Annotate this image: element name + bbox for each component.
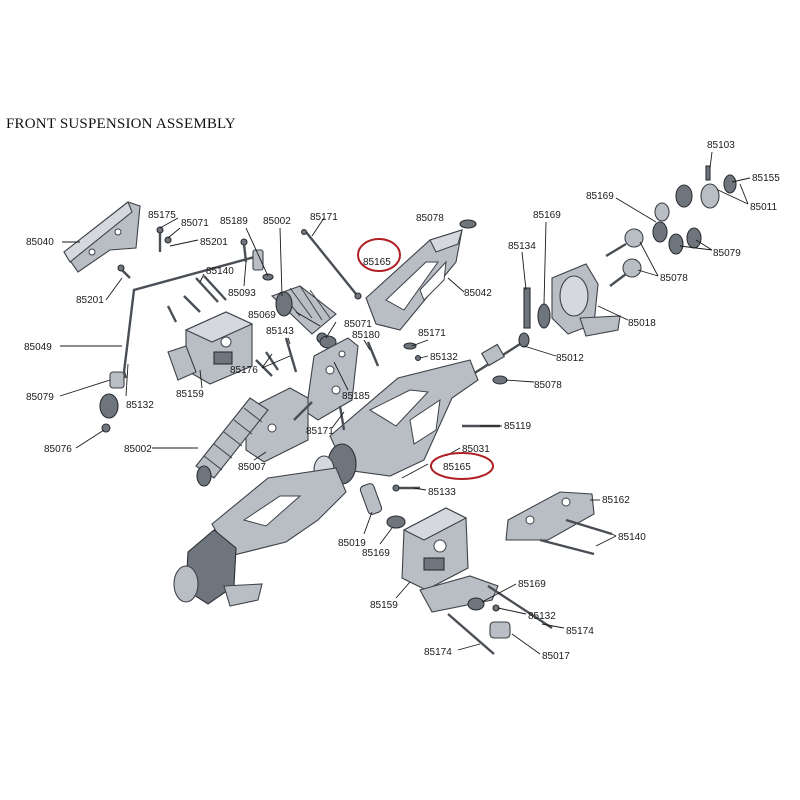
highlight-circles — [357, 238, 494, 480]
part-bearings-top-right — [652, 165, 737, 255]
label-85140: 85140 — [618, 532, 646, 543]
label-85174: 85174 — [424, 647, 452, 658]
label-85155: 85155 — [752, 173, 780, 184]
label-85176: 85176 — [230, 365, 258, 376]
label-85119: 85119 — [504, 421, 532, 432]
label-85069: 85069 — [248, 310, 276, 321]
label-85011: 85011 — [750, 202, 778, 213]
label-85140: 85140 — [206, 266, 234, 277]
label-85185: 85185 — [342, 391, 370, 402]
part-number-labels: 85103 85155 85169 85011 85079 85078 8516… — [24, 140, 780, 662]
part-85159-bulkhead-top — [167, 311, 254, 385]
label-85189: 85189 — [220, 216, 248, 227]
part-85002-shock-bottom — [195, 397, 269, 487]
label-85012: 85012 — [556, 353, 584, 364]
part-85049-sway-bar — [122, 254, 259, 373]
highlight-85165-bottom — [430, 452, 494, 480]
label-85174: 85174 — [566, 626, 594, 637]
part-85140-pins-bottom — [539, 518, 613, 556]
label-85103: 85103 — [707, 140, 735, 151]
label-85071: 85071 — [344, 319, 372, 330]
label-85076: 85076 — [44, 444, 72, 455]
part-85031-lower-arm — [313, 359, 500, 485]
label-85180: 85180 — [352, 330, 380, 341]
label-85019: 85019 — [338, 538, 366, 549]
label-85159: 85159 — [176, 389, 204, 400]
label-85143: 85143 — [266, 326, 294, 337]
label-85078: 85078 — [660, 273, 688, 284]
label-85002: 85002 — [124, 444, 152, 455]
label-85133: 85133 — [428, 487, 456, 498]
part-85040-bumper-mount — [63, 201, 141, 273]
part-85143-85176-screws — [255, 337, 298, 377]
label-85017: 85017 — [542, 651, 570, 662]
label-85093: 85093 — [228, 288, 256, 299]
label-85049: 85049 — [24, 342, 52, 353]
label-85040: 85040 — [26, 237, 54, 248]
label-85079: 85079 — [713, 248, 741, 259]
highlight-85165-top — [357, 238, 401, 272]
part-85134-85169 — [523, 287, 551, 329]
label-85042: 85042 — [464, 288, 492, 299]
part-85042-upper-arm — [365, 229, 463, 331]
label-85175: 85175 — [148, 210, 176, 221]
part-85159-bulkhead-bottom — [401, 507, 499, 613]
label-85165: 85165 — [443, 462, 471, 473]
part-85162-bracket — [505, 491, 595, 541]
part-85171-hinge-pin-top — [300, 228, 362, 300]
leader-lines — [59, 151, 751, 655]
part-small-screws-topleft — [117, 226, 274, 281]
part-85140-pins-top — [166, 275, 227, 323]
label-85159: 85159 — [370, 600, 398, 611]
label-85018: 85018 — [628, 318, 656, 329]
part-85078-clip-top — [459, 219, 477, 229]
label-85171: 85171 — [306, 426, 334, 437]
part-85017-85169 — [467, 597, 511, 639]
label-85165: 85165 — [363, 257, 391, 268]
label-85162: 85162 — [602, 495, 630, 506]
label-85169: 85169 — [362, 548, 390, 559]
diagram-title: FRONT SUSPENSION ASSEMBLY — [6, 116, 236, 132]
part-lower-arm-left — [173, 467, 347, 607]
part-85185-shock-tower — [305, 337, 359, 421]
label-85078: 85078 — [534, 380, 562, 391]
label-85201: 85201 — [76, 295, 104, 306]
part-85018-hub-carrier — [551, 263, 621, 337]
part-85002-shock-top — [270, 285, 337, 344]
label-85201: 85201 — [200, 237, 228, 248]
part-85019-85169 — [359, 483, 406, 529]
label-85002: 85002 — [263, 216, 291, 227]
label-85169: 85169 — [518, 579, 546, 590]
label-85007: 85007 — [238, 462, 266, 473]
part-85079-85076-links — [99, 371, 128, 433]
label-85169: 85169 — [533, 210, 561, 221]
label-85134: 85134 — [508, 241, 536, 252]
label-85031: 85031 — [462, 444, 490, 455]
label-85132: 85132 — [430, 352, 458, 363]
part-85012-drive-axle — [469, 332, 530, 378]
label-85132: 85132 — [126, 400, 154, 411]
label-85171: 85171 — [418, 328, 446, 339]
label-85078: 85078 — [416, 213, 444, 224]
part-85078-ball-studs — [492, 228, 644, 385]
label-85132: 85132 — [528, 611, 556, 622]
label-85171: 85171 — [310, 212, 338, 223]
label-85169: 85169 — [586, 191, 614, 202]
label-85071: 85071 — [181, 218, 209, 229]
label-85079: 85079 — [26, 392, 54, 403]
